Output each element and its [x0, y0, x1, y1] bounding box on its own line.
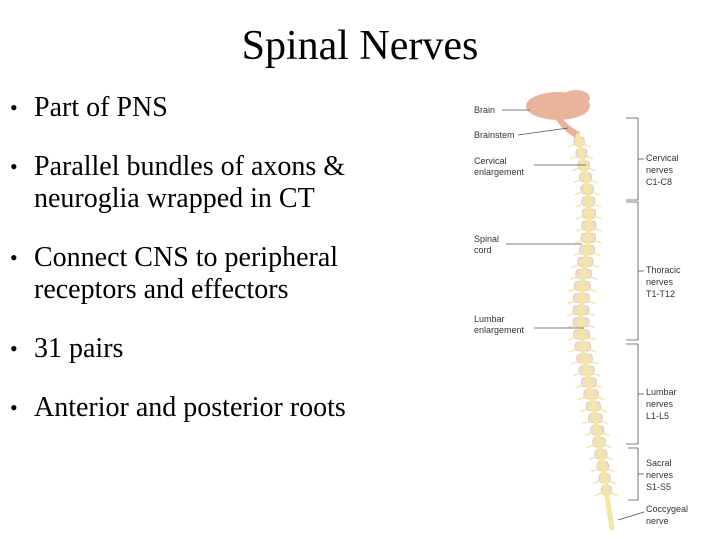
coccygeal-leader-line	[617, 511, 645, 521]
bullet-item: • Connect CNS to peripheral receptors an…	[8, 242, 458, 306]
label-thoracic-nerves-2: nerves	[646, 277, 674, 287]
label-lumbar-nerves-1: Lumbar	[646, 387, 677, 397]
bullet-text: receptors and effectors	[34, 274, 289, 305]
label-cervical-nerves-3: C1-C8	[646, 177, 672, 187]
bullet-dot-icon: •	[10, 245, 18, 270]
sacral-bracket	[628, 447, 639, 501]
bullet-dot-icon: •	[10, 154, 18, 179]
label-thoracic-nerves-3: T1-T12	[646, 289, 675, 299]
label-spinal-cord-2: cord	[474, 245, 492, 255]
bullet-text: neuroglia wrapped in CT	[34, 183, 315, 214]
lumbar-bracket	[626, 343, 639, 445]
label-lumbar-enlargement-2: enlargement	[474, 325, 525, 335]
left-leader-lines	[502, 109, 586, 329]
bullet-item: • 31 pairs	[8, 333, 458, 365]
bullet-text: Part of PNS	[34, 92, 168, 123]
label-coccygeal-nerve-1: Coccygeal	[646, 504, 688, 514]
bullet-item: • Part of PNS	[8, 92, 458, 124]
spinal-cord-shape	[575, 133, 615, 531]
label-cervical-enlargement-1: Cervical	[474, 156, 507, 166]
thoracic-bracket	[626, 201, 639, 341]
spine-illustration: Brain Brainstem Cervical enlargement Spi…	[474, 90, 688, 531]
bullet-text: 31 pairs	[34, 333, 124, 364]
bullet-dot-icon: •	[10, 95, 18, 120]
bullet-list: • Part of PNS • Parallel bundles of axon…	[8, 92, 458, 451]
bullet-dot-icon: •	[10, 395, 18, 420]
label-coccygeal-nerve-2: nerve	[646, 516, 669, 526]
brain-shape	[526, 90, 590, 120]
bullet-text: Parallel bundles of axons &	[34, 151, 346, 182]
label-cervical-nerves-1: Cervical	[646, 153, 679, 163]
bullet-item: • Parallel bundles of axons & neuroglia …	[8, 151, 458, 215]
label-spinal-cord-1: Spinal	[474, 234, 499, 244]
slide-title: Spinal Nerves	[241, 23, 479, 69]
label-lumbar-enlargement-1: Lumbar	[474, 314, 505, 324]
spinal-nerves-figure: Brain Brainstem Cervical enlargement Spi…	[468, 88, 720, 536]
brainstem-shape	[556, 116, 580, 138]
right-brackets	[617, 117, 645, 521]
brainstem-leader-line	[517, 127, 569, 136]
label-sacral-nerves-2: nerves	[646, 470, 674, 480]
label-cervical-enlargement-2: enlargement	[474, 167, 525, 177]
label-sacral-nerves-3: S1-S5	[646, 482, 671, 492]
bullet-text: Anterior and posterior roots	[34, 392, 346, 423]
bullet-item: • Anterior and posterior roots	[8, 392, 458, 424]
cervical-bracket	[626, 117, 639, 201]
label-thoracic-nerves-1: Thoracic	[646, 265, 681, 275]
label-lumbar-nerves-3: L1-L5	[646, 411, 669, 421]
label-brainstem: Brainstem	[474, 130, 515, 140]
label-lumbar-nerves-2: nerves	[646, 399, 674, 409]
label-sacral-nerves-1: Sacral	[646, 458, 672, 468]
bullet-text: Connect CNS to peripheral	[34, 242, 339, 273]
label-brain: Brain	[474, 105, 495, 115]
label-cervical-nerves-2: nerves	[646, 165, 674, 175]
bullet-dot-icon: •	[10, 336, 18, 361]
